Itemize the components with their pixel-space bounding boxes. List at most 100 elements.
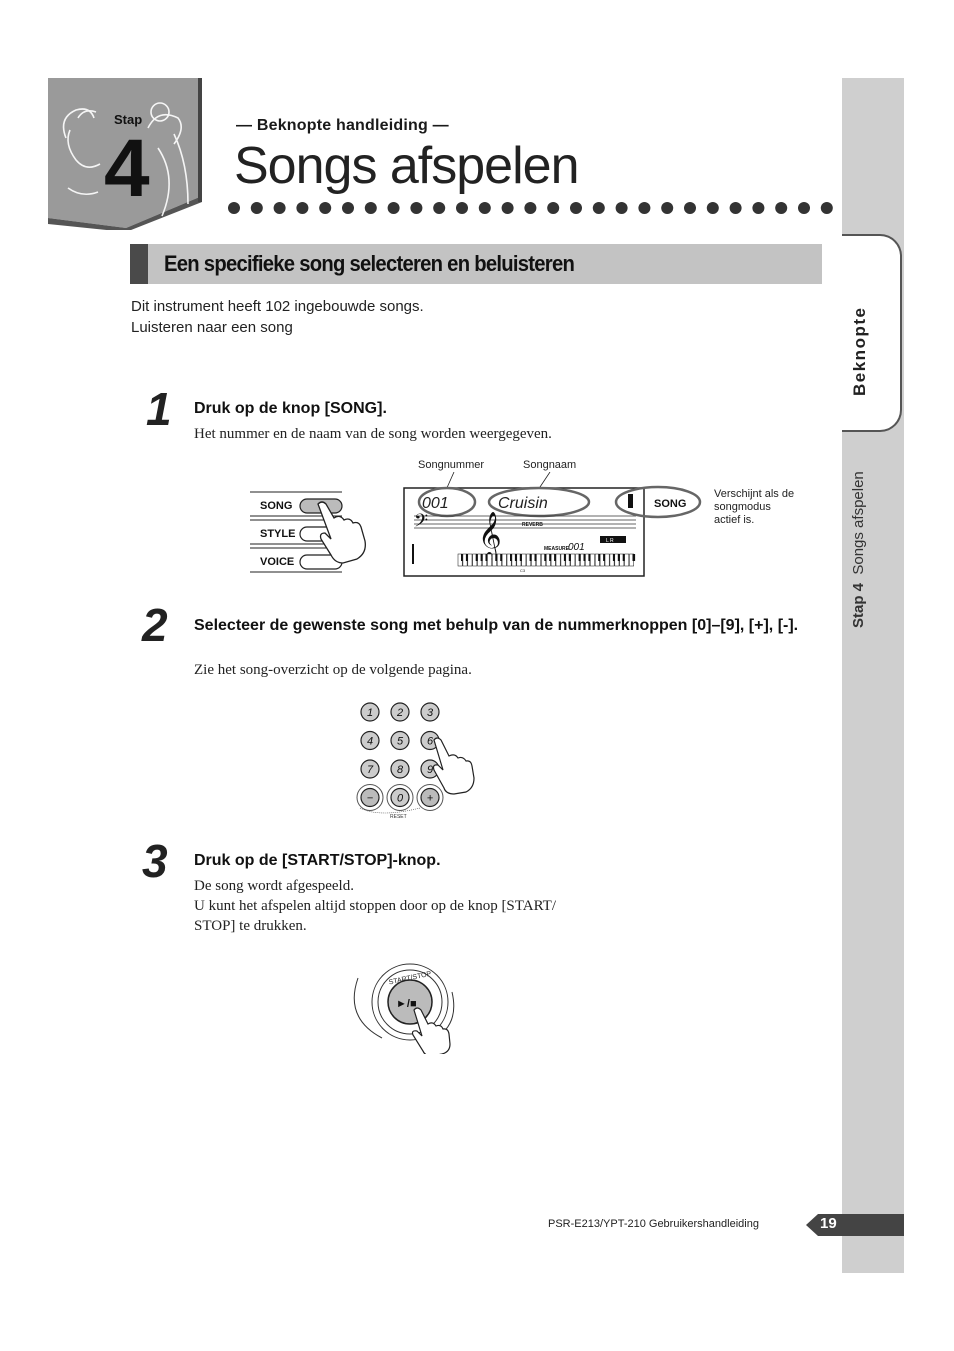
page-number: 19 bbox=[820, 1215, 837, 1232]
svg-text:0: 0 bbox=[397, 793, 404, 805]
step-2-number: 2 bbox=[142, 599, 168, 651]
section-heading: Een specifieke song selecteren en beluis… bbox=[164, 251, 575, 276]
start-stop-figure: START/STOP ►/■ bbox=[353, 963, 455, 1054]
lcd-reverb: REVERB bbox=[522, 522, 543, 528]
step-number: 4 bbox=[104, 123, 150, 214]
dot bbox=[661, 202, 674, 214]
svg-text:+: + bbox=[427, 793, 434, 805]
dot bbox=[319, 202, 332, 214]
side-section-name: Songs afspelen bbox=[850, 471, 867, 575]
page-subtitle: — Beknopte handleiding — bbox=[236, 117, 449, 134]
treble-clef-icon: 𝄞 bbox=[478, 512, 502, 560]
song-indicator-note: Verschijnt als de songmodus actief is. bbox=[714, 488, 795, 526]
step-3-body: De song wordt afgespeeld. U kunt het afs… bbox=[194, 878, 557, 934]
dot bbox=[615, 202, 628, 214]
step-3-heading: Druk op de [START/STOP]-knop. bbox=[194, 852, 441, 869]
dot bbox=[820, 202, 833, 214]
svg-text:3: 3 bbox=[427, 707, 434, 719]
dot bbox=[364, 202, 377, 214]
dot bbox=[273, 202, 286, 214]
svg-text:4: 4 bbox=[367, 736, 373, 748]
dot-rule bbox=[228, 202, 833, 214]
svg-text:8: 8 bbox=[397, 764, 404, 776]
svg-text:SONG: SONG bbox=[260, 500, 292, 512]
staff bbox=[414, 515, 636, 529]
lcd-display-figure: 001 Cruisin 𝄢 𝄞 REVERB MEASURE 001 L R C… bbox=[403, 472, 702, 577]
side-section-label: Stap 4 Songs afspelen bbox=[850, 471, 954, 645]
dot bbox=[433, 202, 446, 214]
dot bbox=[478, 202, 491, 214]
step-badge: Stap 4 bbox=[48, 78, 202, 230]
footer-manual-title: PSR-E213/YPT-210 Gebruikershandleiding bbox=[548, 1218, 759, 1230]
keypad-key-9[interactable]: 9 bbox=[420, 759, 440, 779]
dot bbox=[342, 202, 354, 214]
step-2-body: Zie het song-overzicht op de volgende pa… bbox=[194, 662, 472, 678]
keypad-key-0[interactable]: 0 bbox=[386, 784, 414, 811]
keypad-key-3[interactable]: 3 bbox=[420, 702, 440, 722]
dot bbox=[775, 202, 788, 214]
dot bbox=[798, 202, 810, 214]
dot bbox=[410, 202, 423, 214]
stap-label: Stap bbox=[114, 112, 142, 127]
dot bbox=[570, 202, 582, 214]
dot bbox=[250, 202, 263, 214]
svg-text:2: 2 bbox=[396, 707, 403, 719]
voice-button[interactable]: VOICE bbox=[250, 547, 343, 573]
play-stop-icon: ►/■ bbox=[396, 998, 417, 1010]
dancers-illustration bbox=[62, 102, 189, 217]
side-tab bbox=[842, 234, 902, 432]
page-number-badge bbox=[806, 1214, 904, 1236]
svg-text:VOICE: VOICE bbox=[260, 556, 294, 568]
dot bbox=[752, 202, 765, 214]
step-1-number: 1 bbox=[146, 383, 172, 435]
keypad-key-5[interactable]: 5 bbox=[390, 730, 410, 751]
section-heading-bar: Een specifieke song selecteren en beluis… bbox=[130, 244, 822, 284]
lcd-c3: C3 bbox=[520, 568, 526, 573]
keypad-key-minus[interactable]: − bbox=[356, 784, 384, 811]
page-title: Songs afspelen bbox=[234, 137, 579, 195]
svg-text:5: 5 bbox=[397, 736, 404, 748]
svg-text:1: 1 bbox=[367, 707, 373, 719]
lcd-lr: L R bbox=[606, 538, 614, 544]
intro-line: Luisteren naar een song bbox=[131, 319, 293, 336]
intro-line: Dit instrument heeft 102 ingebouwde song… bbox=[131, 298, 424, 315]
dot bbox=[501, 202, 514, 214]
pointing-hand-icon bbox=[411, 1007, 451, 1054]
section-intro: Dit instrument heeft 102 ingebouwde song… bbox=[131, 296, 424, 338]
keypad-key-1[interactable]: 1 bbox=[360, 702, 380, 722]
dot bbox=[729, 202, 742, 214]
number-keypad-figure: 1 2 3 4 5 6 7 8 9 − 0 + RESET bbox=[356, 702, 475, 820]
callout-songnaam: Songnaam bbox=[523, 459, 577, 471]
step-2-heading: Selecteer de gewenste song met behulp va… bbox=[194, 617, 799, 634]
pointing-hand-icon bbox=[317, 501, 366, 564]
mode-buttons-figure: SONG STYLE VOICE bbox=[250, 491, 366, 573]
lcd-song-number: 001 bbox=[422, 495, 449, 512]
step-3-number: 3 bbox=[142, 835, 168, 887]
svg-text:7: 7 bbox=[367, 764, 374, 776]
side-tab-label: Beknopte bbox=[850, 306, 869, 396]
dot bbox=[456, 202, 468, 214]
reset-label: RESET bbox=[390, 814, 407, 820]
bass-clef-icon: 𝄢 bbox=[414, 510, 428, 535]
step-1-heading: Druk op de knop [SONG]. bbox=[194, 400, 387, 417]
keypad-key-4[interactable]: 4 bbox=[360, 730, 380, 751]
dot bbox=[547, 202, 560, 214]
dot bbox=[296, 202, 309, 214]
side-section-prefix: Stap 4 bbox=[850, 582, 867, 628]
keypad-key-7[interactable]: 7 bbox=[360, 759, 380, 779]
keyboard-strip bbox=[457, 553, 636, 567]
keypad-key-plus[interactable]: + bbox=[416, 784, 444, 811]
keypad-key-8[interactable]: 8 bbox=[390, 759, 410, 779]
dot bbox=[638, 202, 651, 214]
svg-text:6: 6 bbox=[427, 736, 434, 748]
dot bbox=[228, 202, 240, 214]
dot bbox=[524, 202, 537, 214]
pointing-hand-icon bbox=[432, 737, 475, 795]
dot bbox=[592, 202, 605, 214]
svg-text:STYLE: STYLE bbox=[260, 528, 295, 540]
lcd-measure-value: 001 bbox=[568, 542, 585, 553]
callout-songnummer: Songnummer bbox=[418, 459, 485, 471]
step-1-body: Het nummer en de naam van de song worden… bbox=[194, 426, 552, 442]
dot bbox=[706, 202, 719, 214]
keypad-key-2[interactable]: 2 bbox=[390, 702, 410, 722]
